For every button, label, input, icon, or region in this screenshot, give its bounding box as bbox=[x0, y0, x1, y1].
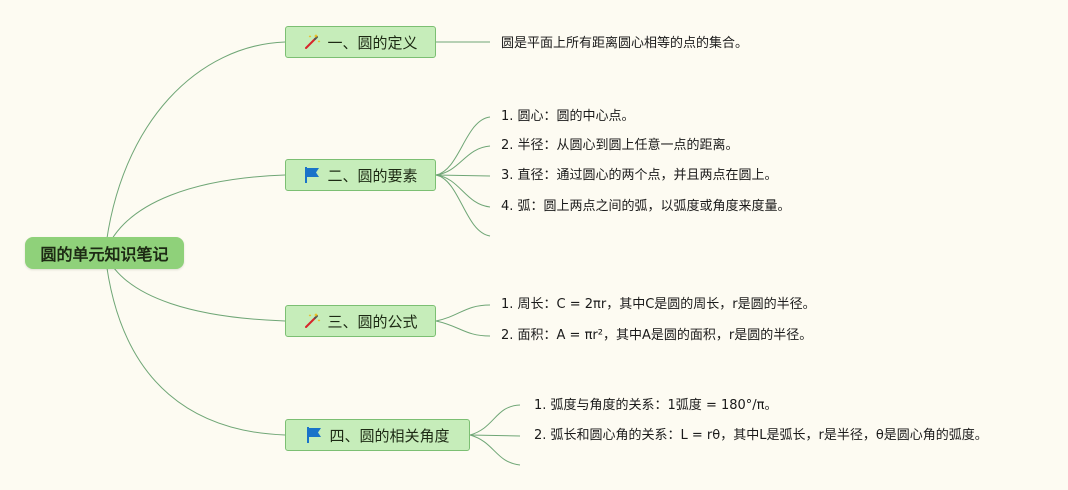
leaf-center[interactable]: 1. 圆心：圆的中心点。 bbox=[501, 109, 635, 124]
leaf-arc[interactable]: 4. 弧：圆上两点之间的弧，以弧度或角度来度量。 bbox=[501, 199, 791, 214]
branch-node-formulas[interactable]: 三、圆的公式 bbox=[285, 305, 436, 337]
connector-branch-3-leaf-2 bbox=[435, 320, 491, 337]
root-label: 圆的单元知识笔记 bbox=[40, 245, 169, 264]
connector-branch-2-leaf-5 bbox=[435, 174, 491, 237]
magic-wand-icon bbox=[303, 312, 321, 330]
connector-branch-2-leaf-3 bbox=[435, 174, 491, 177]
leaf-definition[interactable]: 圆是平面上所有距离圆心相等的点的集合。 bbox=[501, 36, 749, 51]
branch-label: 四、圆的相关角度 bbox=[329, 426, 450, 445]
connector-root-branch-1 bbox=[104, 41, 286, 254]
branch-label: 二、圆的要素 bbox=[327, 166, 418, 185]
magic-wand-icon bbox=[303, 33, 321, 51]
connector-branch-2-leaf-2 bbox=[435, 145, 491, 176]
connector-branch-4-leaf-2 bbox=[469, 434, 521, 437]
leaf-radian-degree[interactable]: 1. 弧度与角度的关系：1弧度 = 180°/π。 bbox=[534, 398, 778, 413]
connector-root-branch-2 bbox=[104, 174, 286, 254]
leaf-arc-length[interactable]: 2. 弧长和圆心角的关系：L = rθ，其中L是弧长，r是半径，θ是圆心角的弧度… bbox=[534, 428, 988, 443]
branch-node-definition[interactable]: 一、圆的定义 bbox=[285, 26, 436, 58]
root-node[interactable]: 圆的单元知识笔记 bbox=[25, 237, 184, 269]
connector-branch-2-leaf-4 bbox=[435, 174, 491, 208]
blue-flag-icon bbox=[305, 426, 323, 444]
connector-branch-4-leaf-3 bbox=[469, 434, 521, 466]
leaf-area[interactable]: 2. 面积：A = πr²，其中A是圆的面积，r是圆的半径。 bbox=[501, 328, 813, 343]
connector-branch-4-leaf-1 bbox=[469, 404, 521, 436]
leaf-circumference[interactable]: 1. 周长：C = 2πr，其中C是圆的周长，r是圆的半径。 bbox=[501, 297, 816, 312]
blue-flag-icon bbox=[303, 166, 321, 184]
branch-label: 一、圆的定义 bbox=[327, 33, 418, 52]
connector-root-branch-4 bbox=[104, 252, 286, 436]
connector-branch-3-leaf-1 bbox=[435, 304, 491, 322]
branch-node-angles[interactable]: 四、圆的相关角度 bbox=[285, 419, 470, 451]
connector-branch-2-leaf-1 bbox=[435, 116, 491, 176]
leaf-radius[interactable]: 2. 半径：从圆心到圆上任意一点的距离。 bbox=[501, 138, 739, 153]
branch-label: 三、圆的公式 bbox=[327, 312, 418, 331]
leaf-diameter[interactable]: 3. 直径：通过圆心的两个点，并且两点在圆上。 bbox=[501, 168, 778, 183]
branch-node-elements[interactable]: 二、圆的要素 bbox=[285, 159, 436, 191]
